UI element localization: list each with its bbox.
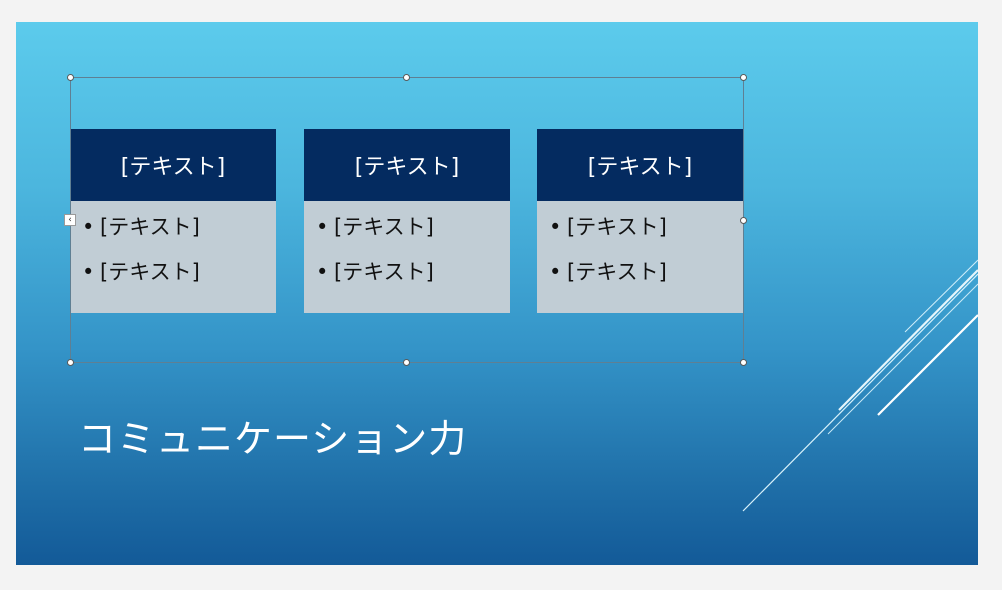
bullet-glyph: • xyxy=(82,215,95,239)
resize-handle-top-right[interactable] xyxy=(740,74,747,81)
resize-handle-right[interactable] xyxy=(740,217,747,224)
slide-title[interactable]: コミュニケーション力 xyxy=(78,417,468,461)
resize-handle-bottom[interactable] xyxy=(403,359,410,366)
bullet-item[interactable]: •[テキスト] xyxy=(82,256,276,301)
smartart-card-3[interactable]: [テキスト] •[テキスト] •[テキスト] xyxy=(537,129,743,313)
card-header[interactable]: [テキスト] xyxy=(537,129,743,201)
bullet-item[interactable]: •[テキスト] xyxy=(316,256,510,301)
resize-handle-bottom-left[interactable] xyxy=(67,359,74,366)
bullet-text: [テキスト] xyxy=(334,260,434,284)
card-header[interactable]: [テキスト] xyxy=(70,129,276,201)
card-body[interactable]: •[テキスト] •[テキスト] xyxy=(537,201,743,313)
bullet-item[interactable]: •[テキスト] xyxy=(549,256,743,301)
bullet-glyph: • xyxy=(316,260,329,284)
bullet-glyph: • xyxy=(316,215,329,239)
smartart-card-1[interactable]: [テキスト] •[テキスト] •[テキスト] xyxy=(70,129,276,313)
bullet-glyph: • xyxy=(82,260,95,284)
smartart-card-2[interactable]: [テキスト] •[テキスト] •[テキスト] xyxy=(304,129,510,313)
bullet-glyph: • xyxy=(549,215,562,239)
bullet-text: [テキスト] xyxy=(100,260,200,284)
smartart-selection-frame[interactable] xyxy=(70,77,744,363)
bullet-item[interactable]: •[テキスト] xyxy=(316,211,510,256)
bullet-text: [テキスト] xyxy=(567,215,667,239)
decorative-lines xyxy=(742,259,978,512)
bullet-glyph: • xyxy=(549,260,562,284)
resize-handle-top-left[interactable] xyxy=(67,74,74,81)
slide[interactable]: コミュニケーション力 [テキスト] •[テキスト] •[テキスト] [テキスト]… xyxy=(16,22,978,565)
resize-handle-bottom-right[interactable] xyxy=(740,359,747,366)
bullet-text: [テキスト] xyxy=(567,260,667,284)
resize-handle-top[interactable] xyxy=(403,74,410,81)
chevron-left-icon: ‹ xyxy=(68,215,72,225)
bullet-text: [テキスト] xyxy=(100,215,200,239)
card-body[interactable]: •[テキスト] •[テキスト] xyxy=(304,201,510,313)
bullet-item[interactable]: •[テキスト] xyxy=(82,211,276,256)
bullet-text: [テキスト] xyxy=(334,215,434,239)
bullet-item[interactable]: •[テキスト] xyxy=(549,211,743,256)
text-pane-toggle-button[interactable]: ‹ xyxy=(64,214,76,226)
card-body[interactable]: •[テキスト] •[テキスト] xyxy=(70,201,276,313)
card-header[interactable]: [テキスト] xyxy=(304,129,510,201)
